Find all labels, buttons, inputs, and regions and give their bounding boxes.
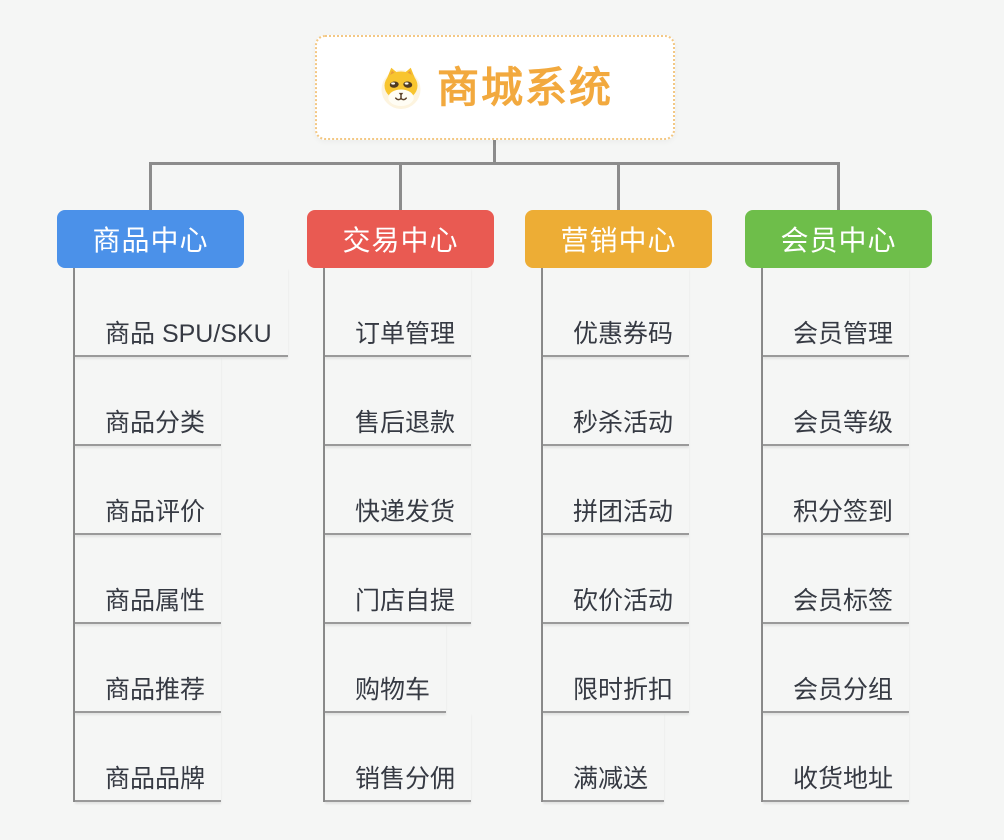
- leaf-item[interactable]: 商品推荐: [75, 624, 222, 713]
- root-title: 商城系统: [436, 63, 613, 111]
- leaf-item[interactable]: 会员管理: [763, 268, 910, 357]
- connector-drop-trade: [399, 162, 402, 210]
- leaf-column-member: 会员管理 会员等级 积分签到 会员标签 会员分组 收货地址: [761, 268, 910, 802]
- leaf-column-marketing: 优惠券码 秒杀活动 拼团活动 砍价活动 限时折扣 满减送: [541, 268, 690, 802]
- branch-node-trade-center[interactable]: 交易中心: [307, 210, 494, 268]
- leaf-item[interactable]: 商品属性: [75, 535, 222, 624]
- leaf-item[interactable]: 商品品牌: [75, 713, 222, 802]
- connector-drop-product: [149, 162, 152, 210]
- leaf-item[interactable]: 售后退款: [325, 357, 472, 446]
- leaf-item[interactable]: 优惠券码: [543, 268, 690, 357]
- leaf-column-trade: 订单管理 售后退款 快递发货 门店自提 购物车 销售分佣: [323, 268, 472, 802]
- leaf-item[interactable]: 限时折扣: [543, 624, 690, 713]
- branch-node-member-center[interactable]: 会员中心: [745, 210, 932, 268]
- leaf-item[interactable]: 门店自提: [325, 535, 472, 624]
- connector-bus: [149, 162, 840, 165]
- branch-node-product-center[interactable]: 商品中心: [57, 210, 244, 268]
- leaf-item[interactable]: 快递发货: [325, 446, 472, 535]
- leaf-item[interactable]: 秒杀活动: [543, 357, 690, 446]
- leaf-item[interactable]: 积分签到: [763, 446, 910, 535]
- leaf-item[interactable]: 购物车: [325, 624, 447, 713]
- leaf-item[interactable]: 订单管理: [325, 268, 472, 357]
- leaf-item[interactable]: 满减送: [543, 713, 665, 802]
- branch-label: 商品中心: [92, 225, 209, 256]
- leaf-column-product: 商品 SPU/SKU 商品分类 商品评价 商品属性 商品推荐 商品品牌: [73, 268, 288, 802]
- leaf-item[interactable]: 收货地址: [763, 713, 910, 802]
- dog-face-icon: [381, 67, 421, 109]
- leaf-item[interactable]: 砍价活动: [543, 535, 690, 624]
- leaf-item[interactable]: 商品评价: [75, 446, 222, 535]
- leaf-item[interactable]: 商品 SPU/SKU: [75, 268, 288, 357]
- branch-node-marketing-center[interactable]: 营销中心: [525, 210, 712, 268]
- branch-label: 会员中心: [780, 225, 897, 256]
- leaf-item[interactable]: 拼团活动: [543, 446, 690, 535]
- leaf-item[interactable]: 销售分佣: [325, 713, 472, 802]
- leaf-item[interactable]: 商品分类: [75, 357, 222, 446]
- connector-root-stub: [493, 139, 496, 164]
- leaf-item[interactable]: 会员标签: [763, 535, 910, 624]
- branch-label: 交易中心: [342, 225, 459, 256]
- connector-drop-marketing: [617, 162, 620, 210]
- connector-drop-member: [837, 162, 840, 210]
- branch-label: 营销中心: [560, 225, 677, 256]
- leaf-item[interactable]: 会员等级: [763, 357, 910, 446]
- leaf-item[interactable]: 会员分组: [763, 624, 910, 713]
- root-node[interactable]: 商城系统: [315, 35, 675, 140]
